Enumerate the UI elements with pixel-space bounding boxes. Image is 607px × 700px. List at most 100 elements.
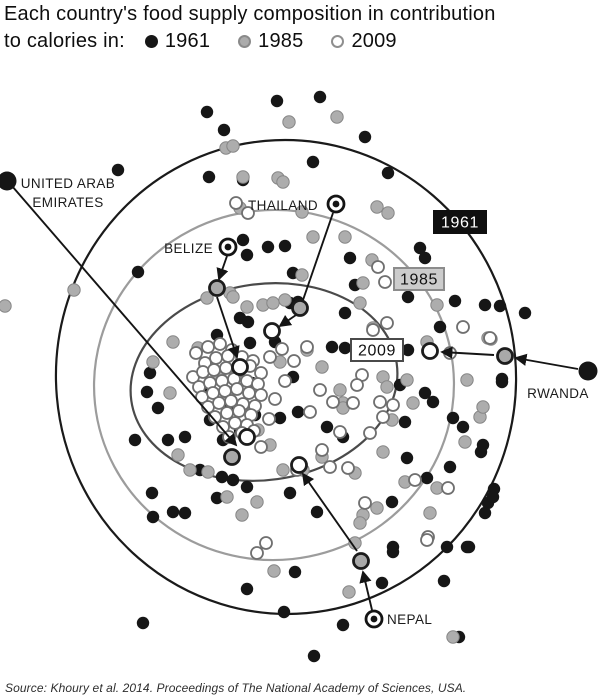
datapoint-1985: [338, 230, 352, 244]
year-badge-2009: 2009: [350, 338, 404, 362]
country-label-belize: BELIZE: [164, 241, 213, 256]
datapoint-1961: [240, 480, 254, 494]
datapoint-2009: [213, 337, 227, 351]
highlight-ring-1985-uae: [223, 448, 241, 466]
datapoint-2009: [373, 395, 387, 409]
year-badge-label-2009: 2009: [358, 343, 396, 360]
datapoint-2009: [441, 481, 455, 495]
datapoint-1961: [202, 170, 216, 184]
datapoint-1985: [370, 501, 384, 515]
datapoint-1985: [353, 516, 367, 530]
datapoint-2009: [229, 196, 243, 210]
chart-title-line2: to calories in:: [4, 30, 125, 52]
datapoint-1961: [400, 451, 414, 465]
datapoint-2009: [259, 536, 273, 550]
datapoint-1961: [446, 411, 460, 425]
datapoint-1961: [375, 576, 389, 590]
datapoint-1985: [380, 380, 394, 394]
datapoint-1961: [443, 460, 457, 474]
chart-title: Each country's food supply composition i…: [4, 1, 604, 55]
datapoint-1961: [474, 445, 488, 459]
datapoint-2009: [376, 410, 390, 424]
datapoint-2009: [366, 323, 380, 337]
highlight-ring-1985-rwanda: [496, 347, 514, 365]
datapoint-1961: [358, 130, 372, 144]
datapoint-1961: [151, 401, 165, 415]
highlight-ring-2009-rwanda: [421, 342, 439, 360]
legend-item-1985: 1985: [238, 28, 303, 55]
annotation-line-nepal: [301, 472, 358, 552]
datapoint-2009: [363, 426, 377, 440]
datapoint-1985: [295, 268, 309, 282]
datapoint-2009: [262, 412, 276, 426]
annotation-rwanda: [421, 342, 598, 381]
datapoint-1961: [338, 306, 352, 320]
datapoint-2009: [221, 349, 235, 363]
highlight-ring-1985-nepal: [352, 552, 370, 570]
datapoint-1961: [166, 505, 180, 519]
datapoint-1961: [413, 241, 427, 255]
datapoint-1961: [386, 540, 400, 554]
datapoint-1961: [518, 306, 532, 320]
datapoint-1961: [145, 486, 159, 500]
datapoint-1961: [398, 415, 412, 429]
legend-label-1961: 1961: [164, 30, 211, 52]
datapoint-1961: [243, 336, 257, 350]
annotation-nepal: [290, 456, 384, 629]
datapoint-1961: [460, 540, 474, 554]
datapoint-2009: [371, 260, 385, 274]
legend-dot-1985-icon: [238, 35, 252, 48]
datapoint-1961: [240, 582, 254, 596]
datapoint-1961: [236, 233, 250, 247]
datapoint-1961: [401, 290, 415, 304]
legend: 1961 1985 2009: [144, 28, 397, 55]
datapoint-1961: [226, 473, 240, 487]
datapoint-2009: [358, 496, 372, 510]
year-badge-label-1985: 1985: [400, 272, 438, 289]
datapoint-2009: [254, 388, 268, 402]
datapoint-1961: [128, 433, 142, 447]
source-citation: Source: Khoury et al. 2014. Proceedings …: [5, 681, 467, 695]
datapoint-1961: [418, 251, 432, 265]
datapoint-1961: [136, 616, 150, 630]
datapoint-1985: [306, 230, 320, 244]
year-ellipse-1985: [92, 208, 456, 562]
annotation-line-thailand: [278, 314, 297, 328]
datapoint-2009: [341, 461, 355, 475]
datapoint-2009: [420, 533, 434, 547]
year-badge-box-2009: [350, 338, 404, 362]
highlight-ring-2009-uae: [238, 428, 256, 446]
datapoint-1961: [111, 163, 125, 177]
datapoint-1985: [163, 386, 177, 400]
datapoint-2009: [224, 394, 238, 408]
datapoint-2009: [326, 395, 340, 409]
year-badge-label-1961: 1961: [441, 215, 479, 232]
legend-label-2009: 2009: [351, 30, 397, 52]
datapoint-1985: [276, 175, 290, 189]
datapoint-1961: [401, 343, 415, 357]
legend-dot-2009-icon: [331, 35, 345, 48]
datapoint-1961: [161, 433, 175, 447]
highlight-ring-2009-thailand: [263, 322, 281, 340]
datapoint-1961: [273, 411, 287, 425]
annotation-line-belize: [216, 296, 240, 359]
datapoint-2009: [232, 404, 246, 418]
year-badge-1961: 1961: [433, 210, 487, 234]
datapoint-1985: [353, 296, 367, 310]
datapoint-1961: [486, 490, 500, 504]
datapoint-1985: [250, 495, 264, 509]
datapoint-1961: [277, 605, 291, 619]
datapoint-1985: [236, 170, 250, 184]
datapoint-1961: [448, 294, 462, 308]
datapoint-2009: [263, 350, 277, 364]
datapoint-1961: [143, 366, 157, 380]
annotation-uae: [0, 171, 256, 466]
country-label-thailand: THAILAND: [248, 198, 318, 213]
annotation-thailand: [263, 194, 346, 340]
datapoint-1961: [210, 491, 224, 505]
year-badge-box-1961: [433, 210, 487, 234]
datapoint-1985: [146, 355, 160, 369]
datapoint-1985: [276, 463, 290, 477]
